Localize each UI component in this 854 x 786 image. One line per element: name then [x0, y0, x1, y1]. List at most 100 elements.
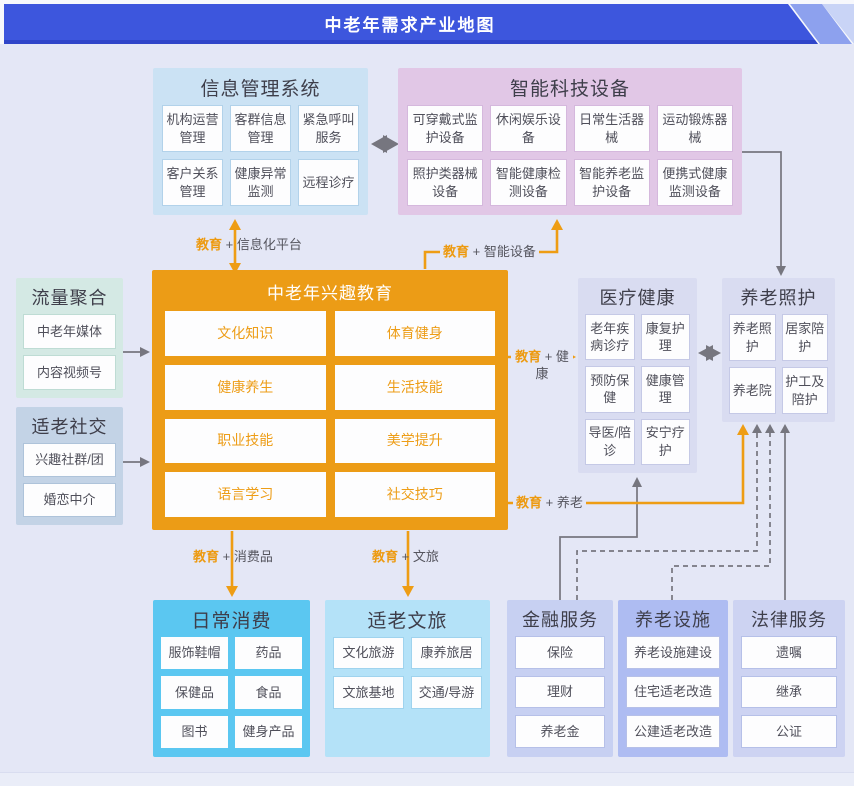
map-item: 智能健康检测设备	[490, 159, 567, 206]
map-item: 远程诊疗	[298, 159, 359, 206]
panel-title: 信息管理系统	[200, 79, 321, 100]
map-item: 导医/陪诊	[585, 418, 635, 465]
map-item: 内容视频号	[23, 355, 116, 390]
panel-education-hub: 中老年兴趣教育 文化知识 体育健身 健康养生 生活技能 职业技能 美学提升 语言…	[152, 270, 508, 530]
map-item: 智能养老监护设备	[573, 159, 650, 206]
page-title: 中老年需求产业地图	[324, 15, 496, 35]
panel-cells: 文化知识 体育健身 健康养生 生活技能 职业技能 美学提升 语言学习 社交技巧	[152, 311, 508, 530]
edge-label-education-smart-device: 教育 + 智能设备	[440, 244, 539, 261]
map-item: 预防保健	[585, 366, 635, 413]
panel-title: 流量聚合	[31, 288, 108, 308]
panel-traffic: 流量聚合 中老年媒体 内容视频号	[16, 278, 123, 398]
map-item: 食品	[235, 676, 302, 709]
panel-cells: 机构运营管理 客群信息管理 紧急呼叫服务 客户关系管理 健康异常监测 远程诊疗	[153, 105, 368, 215]
map-item: 休闲娱乐设备	[490, 105, 567, 152]
panel-title: 法律服务	[751, 610, 827, 630]
panel-title: 养老照护	[740, 288, 817, 308]
map-item: 可穿戴式监护设备	[407, 105, 484, 152]
map-item: 日常生活器械	[573, 105, 650, 152]
panel-medical-health: 医疗健康 老年疾病诊疗 康复护理 预防保健 健康管理 导医/陪诊 安宁疗护	[578, 278, 697, 473]
map-item: 美学提升	[334, 418, 495, 464]
map-item: 健康管理	[640, 366, 690, 413]
header-banner: 中老年需求产业地图	[4, 4, 854, 44]
map-item: 文化旅游	[333, 637, 404, 670]
panel-cells: 服饰鞋帽 药品 保健品 食品 图书 健身产品	[153, 637, 310, 757]
diamond-info-smart	[371, 135, 399, 153]
map-item: 老年疾病诊疗	[585, 314, 635, 361]
map-item: 兴趣社群/团	[23, 443, 116, 477]
map-item: 社交技巧	[334, 472, 495, 517]
panel-title: 日常消费	[191, 611, 272, 632]
map-item: 遗嘱	[741, 636, 837, 669]
edge-label-education-tourism: 教育 + 文旅	[372, 549, 439, 564]
panel-title: 适老文旅	[367, 611, 448, 632]
panel-cells: 保险 理财 养老金	[507, 636, 613, 757]
panel-cells: 养老照护 居家陪护 养老院 护工及陪护	[722, 314, 835, 422]
map-item: 职业技能	[165, 418, 326, 464]
map-item: 健身产品	[235, 715, 302, 748]
map-item: 文旅基地	[333, 676, 404, 709]
map-item: 居家陪护	[781, 314, 828, 361]
map-item: 体育健身	[334, 311, 495, 356]
map-item: 健康养生	[165, 364, 326, 410]
panel-title: 医疗健康	[599, 288, 676, 308]
panel-legal-services: 法律服务 遗嘱 继承 公证	[733, 600, 845, 757]
map-item: 保险	[515, 636, 605, 669]
panel-elder-care: 养老照护 养老照护 居家陪护 养老院 护工及陪护	[722, 278, 835, 422]
map-item: 安宁疗护	[640, 418, 690, 465]
map-item: 婚恋中介	[23, 483, 116, 517]
edge-label-education-consumer: 教育 + 消费品	[193, 549, 273, 564]
panel-financial-services: 金融服务 保险 理财 养老金	[507, 600, 613, 757]
panel-title: 养老设施	[635, 610, 711, 630]
panel-elder-tourism: 适老文旅 文化旅游 康养旅居 文旅基地 交通/导游	[325, 600, 490, 757]
map-item: 公建适老改造	[626, 715, 720, 748]
map-item: 机构运营管理	[162, 105, 223, 152]
panel-title: 智能科技设备	[509, 79, 630, 100]
map-item: 语言学习	[165, 472, 326, 517]
map-item: 便携式健康监测设备	[656, 159, 733, 206]
map-item: 客群信息管理	[230, 105, 291, 152]
map-item: 护工及陪护	[781, 367, 828, 414]
panel-elder-facilities: 养老设施 养老设施建设 住宅适老改造 公建适老改造	[618, 600, 728, 757]
arrow-finance-to-care	[576, 432, 758, 600]
map-item: 保健品	[161, 676, 228, 709]
panel-smart-devices: 智能科技设备 可穿戴式监护设备 休闲娱乐设备 日常生活器械 运动锻炼器械 照护类…	[398, 68, 742, 215]
map-item: 养老金	[515, 715, 605, 748]
banner-ribbon	[4, 4, 818, 44]
panel-title: 适老社交	[31, 417, 108, 437]
panel-daily-consumption: 日常消费 服饰鞋帽 药品 保健品 食品 图书 健身产品	[153, 600, 310, 757]
map-item: 健康异常监测	[230, 159, 291, 206]
map-item: 住宅适老改造	[626, 675, 720, 709]
map-item: 药品	[235, 637, 302, 670]
map-item: 服饰鞋帽	[161, 637, 228, 670]
map-item: 紧急呼叫服务	[298, 105, 359, 152]
panel-cells: 遗嘱 继承 公证	[733, 636, 845, 757]
map-item: 养老照护	[729, 314, 776, 361]
arrow-facility-to-care	[671, 432, 771, 600]
panel-info-management: 信息管理系统 机构运营管理 客群信息管理 紧急呼叫服务 客户关系管理 健康异常监…	[153, 68, 368, 215]
map-item: 理财	[515, 675, 605, 709]
map-item: 继承	[741, 675, 837, 709]
map-item: 公证	[741, 715, 837, 748]
map-item: 图书	[161, 715, 228, 748]
panel-cells: 养老设施建设 住宅适老改造 公建适老改造	[618, 636, 728, 757]
map-item: 客户关系管理	[162, 159, 223, 206]
panel-title: 中老年兴趣教育	[267, 284, 393, 303]
panel-cells: 中老年媒体 内容视频号	[16, 314, 123, 398]
diamond-medical-care	[698, 345, 721, 361]
edge-label-education-health: 教育 + 健康	[511, 349, 573, 383]
panel-title: 金融服务	[522, 610, 598, 630]
footer-strip	[0, 772, 854, 786]
map-item: 运动锻炼器械	[656, 105, 733, 152]
edge-label-education-eldercare: 教育 + 养老	[513, 495, 586, 512]
panel-social: 适老社交 兴趣社群/团 婚恋中介	[16, 407, 123, 525]
panel-cells: 兴趣社群/团 婚恋中介	[16, 443, 123, 525]
map-item: 中老年媒体	[23, 314, 116, 349]
map-item: 养老院	[729, 367, 776, 414]
panel-cells: 老年疾病诊疗 康复护理 预防保健 健康管理 导医/陪诊 安宁疗护	[578, 314, 697, 473]
map-item: 养老设施建设	[626, 636, 720, 669]
panel-cells: 文化旅游 康养旅居 文旅基地 交通/导游	[325, 637, 490, 757]
arrow-edu-care	[508, 433, 745, 505]
arrow-smart-to-care	[742, 151, 782, 267]
